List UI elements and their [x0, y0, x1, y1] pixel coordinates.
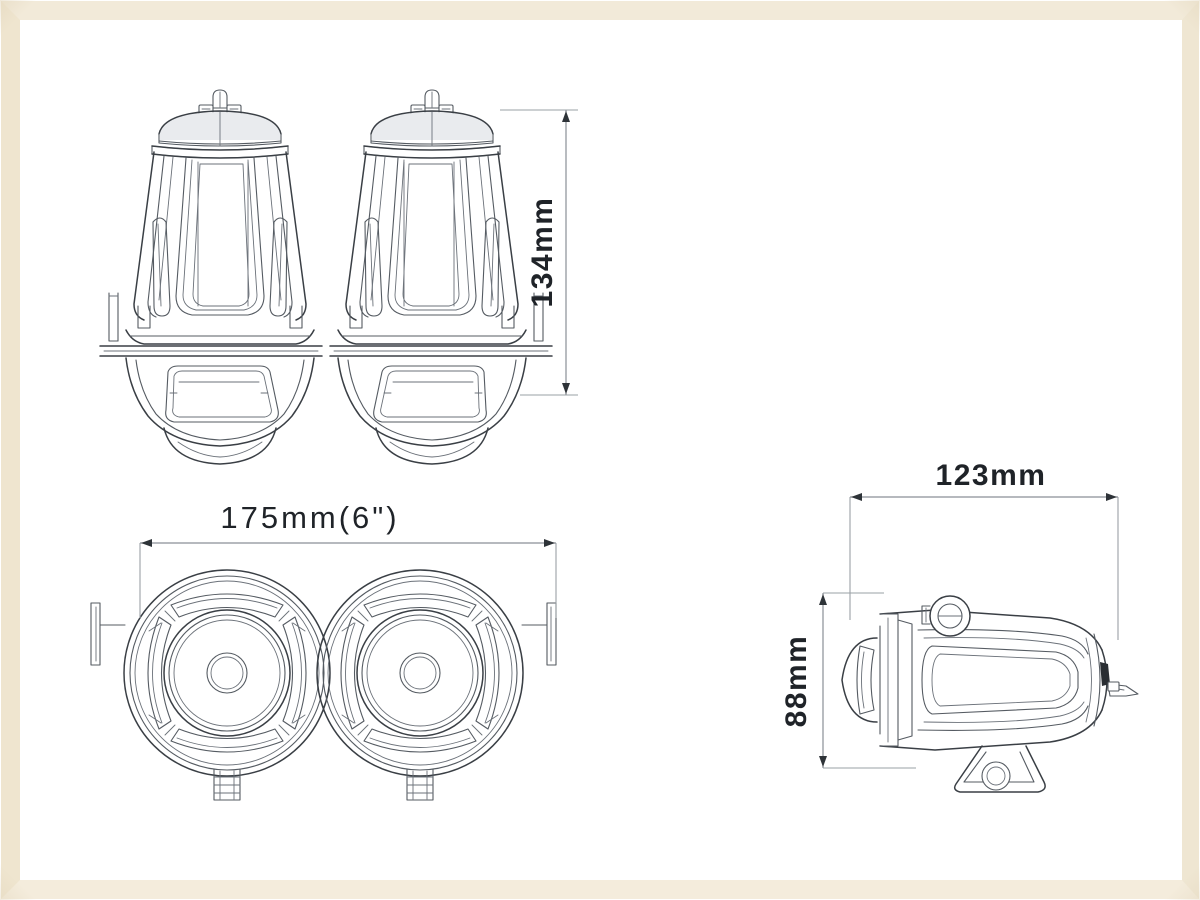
dimension-label-123mm: 123mm [936, 459, 1047, 492]
view-side-profile [841, 595, 1139, 793]
dimension-label-88mm: 88mm [780, 635, 813, 728]
view-rear-plan [90, 569, 557, 801]
dimension-label-134mm: 134mm [526, 197, 559, 308]
dimension-88mm: 88mm [780, 592, 916, 769]
view-front-elevation [99, 89, 553, 465]
dimension-label-175mm: 175mm(6") [220, 500, 399, 535]
